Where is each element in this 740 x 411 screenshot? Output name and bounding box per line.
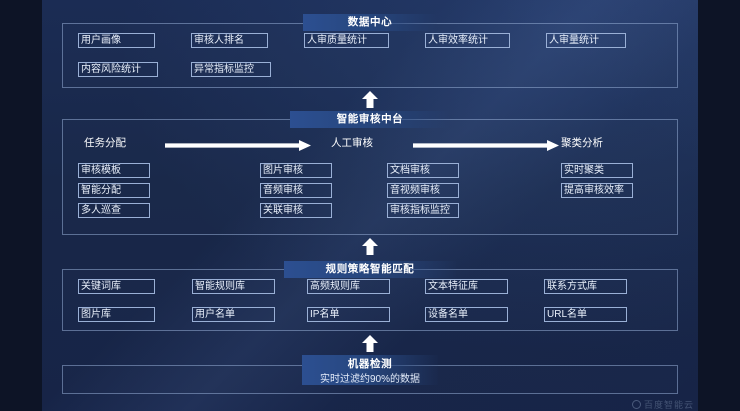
chip-rule-1-2[interactable]: IP名单 — [307, 307, 390, 322]
ribbon-machine-detection: 机器检测 实时过滤约90%的数据 — [302, 355, 438, 385]
chip-data-center-0-0[interactable]: 用户画像 — [78, 33, 155, 48]
chip-platform-c3-0[interactable]: 实时聚类 — [561, 163, 633, 178]
watermark-logo-icon — [631, 400, 641, 409]
chip-data-center-1-1[interactable]: 异常指标监控 — [191, 62, 271, 77]
chip-platform-c2-0[interactable]: 文档审核 — [387, 163, 459, 178]
chip-rule-0-3[interactable]: 文本特征库 — [425, 279, 508, 294]
chip-platform-c0-0[interactable]: 审核模板 — [78, 163, 150, 178]
chip-platform-c1-2[interactable]: 关联审核 — [260, 203, 332, 218]
flow-label-manual-review: 人工审核 — [331, 137, 373, 149]
chip-data-center-0-1[interactable]: 审核人排名 — [191, 33, 268, 48]
chip-platform-c2-1[interactable]: 音视频审核 — [387, 183, 459, 198]
arrow-up-icon-1 — [362, 91, 378, 113]
ribbon-data-center: 数据中心 — [303, 14, 437, 31]
chip-rule-0-1[interactable]: 智能规则库 — [192, 279, 275, 294]
arrow-right-icon-1 — [165, 138, 311, 156]
chip-rule-1-4[interactable]: URL名单 — [544, 307, 627, 322]
chip-platform-c1-1[interactable]: 音频审核 — [260, 183, 332, 198]
chip-rule-1-0[interactable]: 图片库 — [78, 307, 155, 322]
chip-rule-0-2[interactable]: 高频规则库 — [307, 279, 390, 294]
arrow-right-icon-2 — [413, 138, 559, 156]
chip-platform-c2-2[interactable]: 审核指标监控 — [387, 203, 459, 218]
chip-rule-1-1[interactable]: 用户名单 — [192, 307, 275, 322]
chip-platform-c0-2[interactable]: 多人巡查 — [78, 203, 150, 218]
chip-data-center-1-0[interactable]: 内容风险统计 — [78, 62, 158, 77]
chip-platform-c0-1[interactable]: 智能分配 — [78, 183, 150, 198]
slide-canvas: 数据中心 用户画像 审核人排名 人审质量统计 人审效率统计 人审量统计 内容风险… — [42, 0, 698, 411]
ribbon-machine-detection-subtitle: 实时过滤约90%的数据 — [319, 374, 420, 385]
chip-data-center-0-2[interactable]: 人审质量统计 — [304, 33, 389, 48]
watermark: 百度智能云 — [631, 398, 694, 411]
watermark-text: 百度智能云 — [643, 400, 694, 410]
chip-data-center-0-4[interactable]: 人审量统计 — [546, 33, 626, 48]
ribbon-rule-strategy-match: 规则策略智能匹配 — [284, 261, 456, 278]
flow-label-task-assignment: 任务分配 — [84, 137, 126, 149]
chip-data-center-0-3[interactable]: 人审效率统计 — [425, 33, 510, 48]
ribbon-smart-review-platform: 智能审核中台 — [290, 111, 450, 128]
arrow-up-icon-2 — [362, 238, 378, 260]
arrow-up-icon-3 — [362, 335, 378, 357]
chip-platform-c3-1[interactable]: 提高审核效率 — [561, 183, 633, 198]
chip-platform-c1-0[interactable]: 图片审核 — [260, 163, 332, 178]
chip-rule-1-3[interactable]: 设备名单 — [425, 307, 508, 322]
ribbon-machine-detection-title: 机器检测 — [347, 358, 393, 370]
flow-label-cluster-analysis: 聚类分析 — [561, 137, 603, 149]
chip-rule-0-0[interactable]: 关键词库 — [78, 279, 155, 294]
chip-rule-0-4[interactable]: 联系方式库 — [544, 279, 627, 294]
